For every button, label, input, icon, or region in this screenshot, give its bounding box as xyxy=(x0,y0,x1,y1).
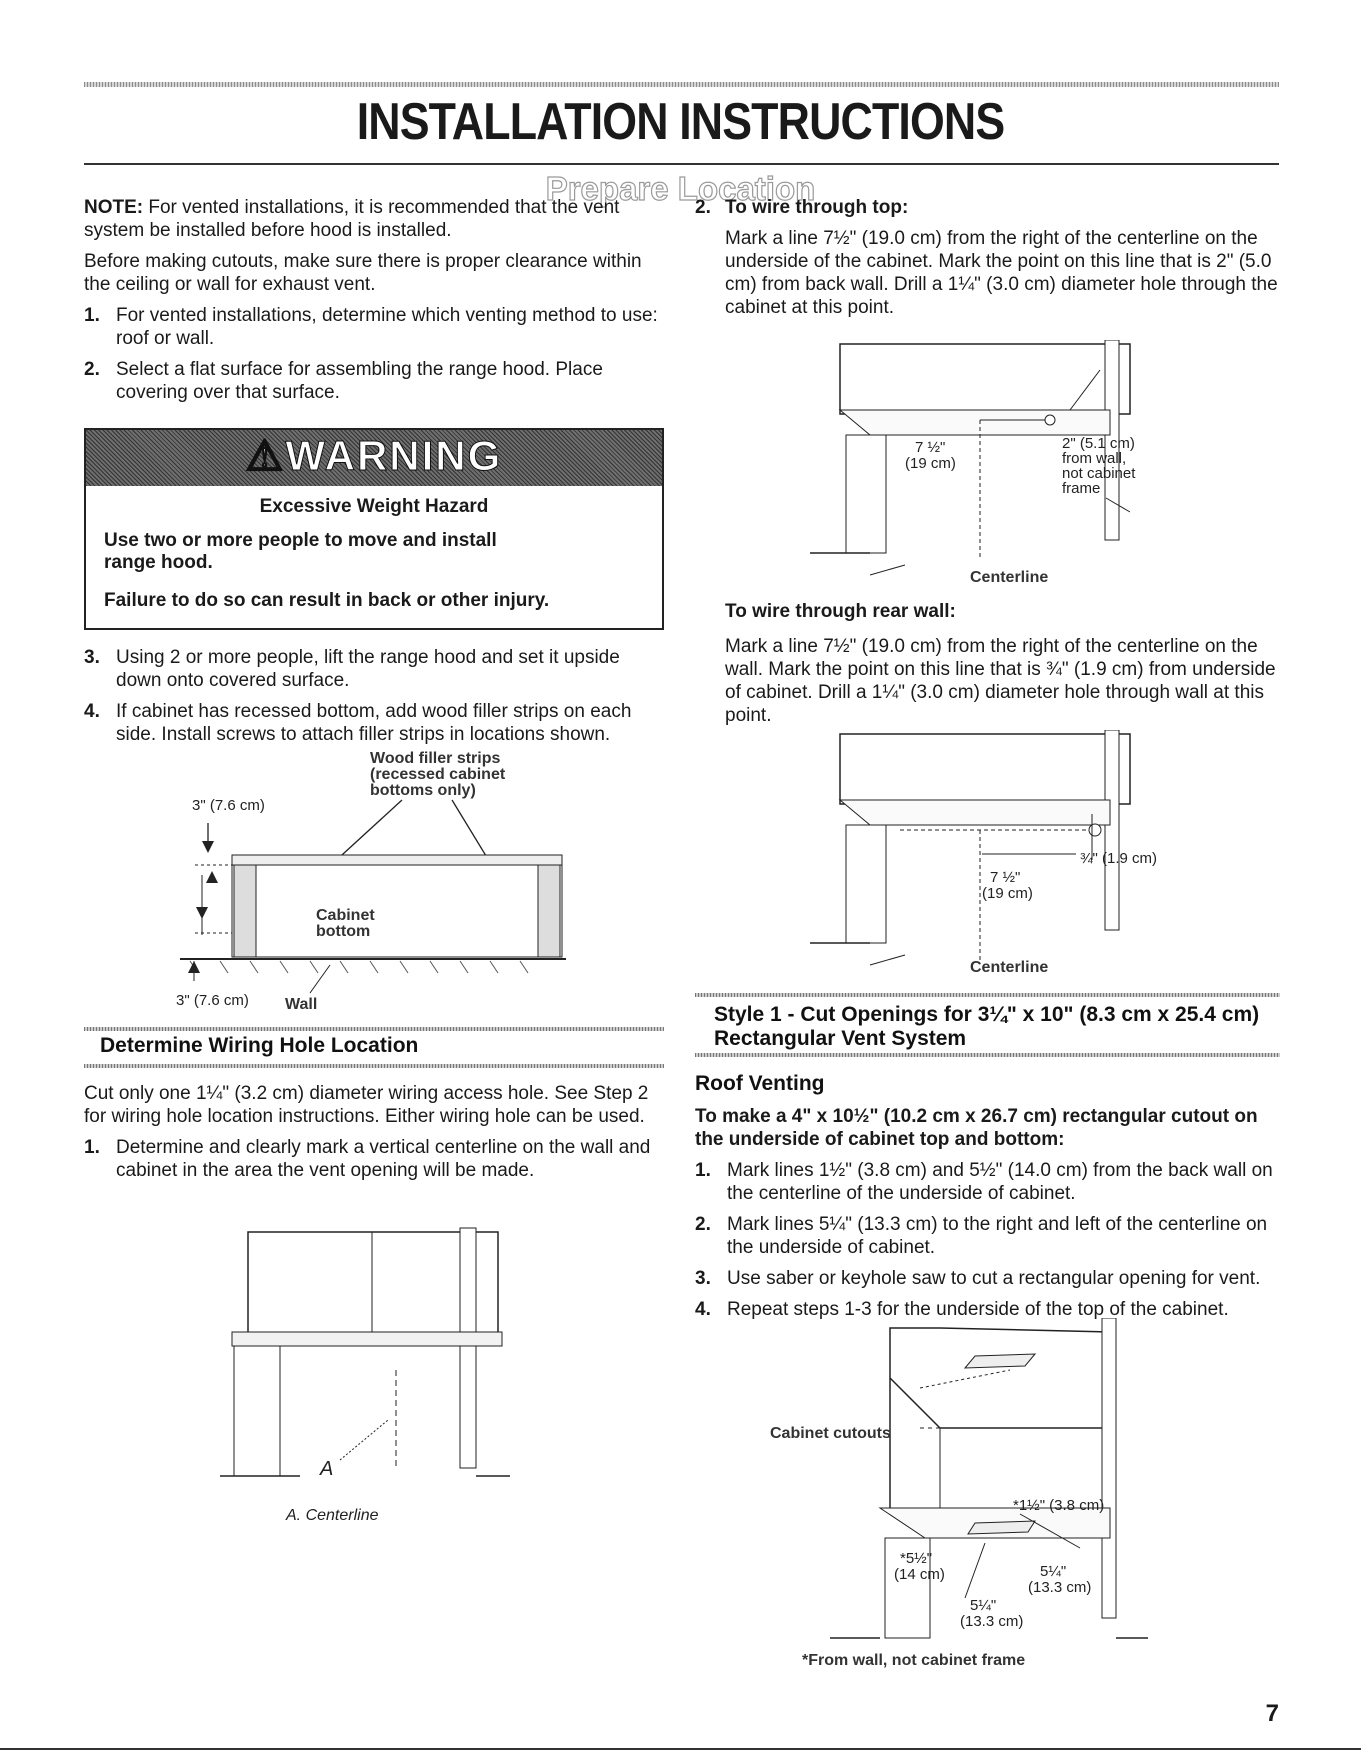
style-heading-line-2: Rectangular Vent System xyxy=(714,1027,967,1050)
list-item: 4.Repeat steps 1-3 for the underside of … xyxy=(695,1299,1229,1320)
filler-strips-figure: Wood filler strips (recessed cabinet bot… xyxy=(176,750,566,1013)
cabinet-cutouts-figure: Cabinet cutouts *1½" (3.8 cm) *5½" (14 c… xyxy=(770,1318,1148,1639)
fig5-dim-b2: (14 cm) xyxy=(894,1566,945,1583)
list-item: 1.For vented installations, determine wh… xyxy=(84,305,658,349)
list-item: 3.Using 2 or more people, lift the range… xyxy=(84,647,620,691)
list-item: 2.Mark lines 5¼" (13.3 cm) to the right … xyxy=(695,1214,1268,1258)
list-item: 1.Mark lines 1½" (3.8 cm) and 5½" (14.0 … xyxy=(695,1160,1273,1204)
fig4-dim2-a: 7 ½" xyxy=(990,869,1020,886)
warning-hazard: Excessive Weight Hazard xyxy=(259,496,489,517)
wall-label: Wall xyxy=(285,996,317,1013)
fig5-footnote: *From wall, not cabinet frame xyxy=(802,1652,1026,1669)
fig5-dim-a: *1½" (3.8 cm) xyxy=(1013,1497,1104,1514)
cabinet-label-1: Cabinet xyxy=(316,907,375,924)
list-item: 2.Select a flat surface for assembling t… xyxy=(84,359,603,403)
dim-bottom-label: 3" (7.6 cm) xyxy=(176,992,249,1009)
strips-label-1: Wood filler strips xyxy=(370,750,500,767)
rear-wall-block: To wire through rear wall: Mark a line 7… xyxy=(725,600,1280,735)
step2-text: Mark a line 7½" (19.0 cm) from the right… xyxy=(725,228,1278,318)
wiring-text: Cut only one 1¼" (3.2 cm) diameter wirin… xyxy=(84,1082,664,1190)
warning-line-1: Use two or more people to move and insta… xyxy=(104,530,497,573)
section-heading: Prepare Location xyxy=(545,169,816,207)
roof-venting-block: Roof Venting To make a 4" x 10½" (10.2 c… xyxy=(695,1072,1285,1329)
strips-label-3: bottoms only) xyxy=(370,782,476,799)
note-paragraph: NOTE: For vented installations, it is re… xyxy=(84,196,664,242)
fig3-dim2-d: frame xyxy=(1062,480,1100,497)
fig3-dim1-b: (19 cm) xyxy=(905,455,956,472)
cabinet-label-2: bottom xyxy=(316,923,370,940)
top-decorative-rule xyxy=(84,82,1279,87)
step2-title: To wire through top: xyxy=(725,197,909,218)
step2-block: 2. To wire through top: Mark a line 7½" … xyxy=(695,196,1280,319)
dim-top-label: 3" (7.6 cm) xyxy=(192,797,265,814)
page-number: 7 xyxy=(1265,1700,1279,1727)
fig3-dim1-a: 7 ½" xyxy=(915,439,945,456)
fig5-dim-b1: *5½" xyxy=(900,1550,932,1567)
warning-box: ⚠WARNING Excessive Weight Hazard Use two… xyxy=(84,428,664,630)
wiring-heading: Determine Wiring Hole Location xyxy=(100,1034,419,1057)
centerline-figure: A A. Centerline xyxy=(220,1227,510,1524)
fig5-cutouts-label: Cabinet cutouts xyxy=(770,1425,891,1442)
fig4-dim2-b: (19 cm) xyxy=(982,885,1033,902)
left-column-intro: NOTE: For vented installations, it is re… xyxy=(84,196,664,412)
wiring-rule-top xyxy=(84,1027,664,1031)
warning-line-2: Failure to do so can result in back or o… xyxy=(104,590,550,611)
centerline-marker: A xyxy=(319,1458,333,1480)
style-heading: Style 1 - Cut Openings for 3¼" x 10" (8.… xyxy=(714,1003,1259,1051)
fig5-dim-c1: 5¼" xyxy=(1040,1563,1066,1580)
fig3-dim2-c: not cabinet xyxy=(1062,465,1136,482)
rear-wall-title: To wire through rear wall: xyxy=(725,601,956,622)
fig3-dim2-b: from wall, xyxy=(1062,450,1126,467)
roof-subheading: To make a 4" x 10½" (10.2 cm x 26.7 cm) … xyxy=(695,1106,1258,1150)
fig5-dim-d2: (13.3 cm) xyxy=(960,1613,1023,1630)
wire-top-figure: 7 ½" (19 cm) 2" (5.1 cm) from wall, not … xyxy=(810,340,1136,586)
list-item: 1.Determine and clearly mark a vertical … xyxy=(84,1137,651,1181)
note-label: NOTE: xyxy=(84,197,144,218)
roof-heading: Roof Venting xyxy=(695,1072,825,1095)
wire-rear-figure: ¾" (1.9 cm) 7 ½" (19 cm) Centerline xyxy=(810,730,1157,976)
style-rule-bottom xyxy=(695,1053,1280,1057)
list-item: 2. To wire through top: xyxy=(695,197,909,218)
wiring-rule-bottom xyxy=(84,1064,664,1068)
list-item: 3.Use saber or keyhole saw to cut a rect… xyxy=(695,1268,1261,1289)
fig3-dim2-a: 2" (5.1 cm) xyxy=(1062,435,1135,452)
clearance-paragraph: Before making cutouts, make sure there i… xyxy=(84,251,642,295)
style-rule-top xyxy=(695,993,1280,997)
strips-label-2: (recessed cabinet xyxy=(370,766,506,783)
fig5-dim-c2: (13.3 cm) xyxy=(1028,1579,1091,1596)
title-rule xyxy=(84,163,1279,165)
fig4-centerline: Centerline xyxy=(970,959,1048,976)
fig5-dim-d1: 5¼" xyxy=(970,1597,996,1614)
note-text: For vented installations, it is recommen… xyxy=(84,197,620,241)
style-heading-line-1: Style 1 - Cut Openings for 3¼" x 10" (8.… xyxy=(714,1003,1260,1026)
centerline-caption: A. Centerline xyxy=(285,1507,379,1524)
left-column-steps: 3.Using 2 or more people, lift the range… xyxy=(84,646,664,754)
bottom-rule xyxy=(0,1748,1361,1750)
rear-wall-text: Mark a line 7½" (19.0 cm) from the right… xyxy=(725,636,1276,726)
warning-title: ⚠WARNING xyxy=(245,432,503,480)
fig4-dim1: ¾" (1.9 cm) xyxy=(1080,850,1157,867)
list-item: 4.If cabinet has recessed bottom, add wo… xyxy=(84,701,632,745)
wiring-paragraph: Cut only one 1¼" (3.2 cm) diameter wirin… xyxy=(84,1083,649,1127)
fig3-centerline: Centerline xyxy=(970,569,1048,586)
page-title: INSTALLATION INSTRUCTIONS xyxy=(356,93,1005,151)
warning-banner: ⚠WARNING xyxy=(86,430,662,486)
